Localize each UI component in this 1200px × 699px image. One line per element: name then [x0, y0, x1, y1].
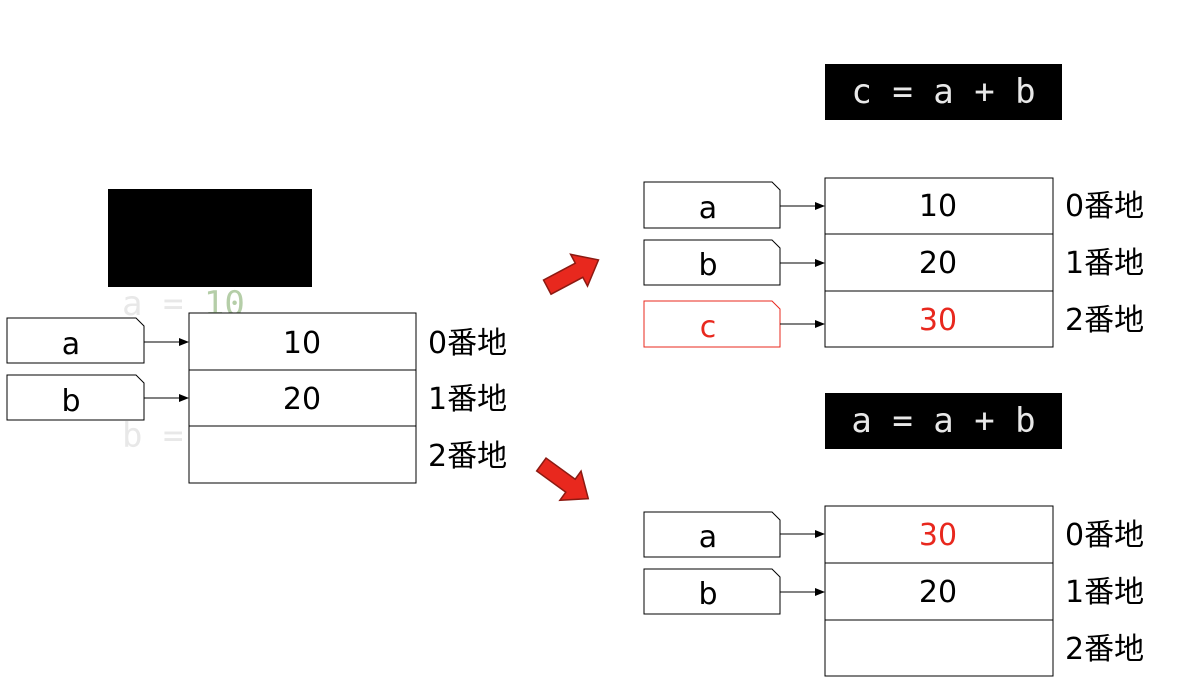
variable-label: b — [698, 248, 717, 283]
address-label-2: 2番地 — [428, 439, 507, 474]
address-label-0: 0番地 — [1065, 518, 1144, 553]
address-label-2: 2番地 — [1065, 632, 1144, 667]
transition-arrow-down — [535, 457, 590, 502]
variable-tag-a: a — [643, 181, 781, 229]
memory-cell-0: 30 — [919, 518, 957, 553]
code-block-a-assign: a = a + b — [825, 393, 1062, 449]
variable-tag-b: b — [643, 568, 781, 615]
variable-tag-b: b — [6, 374, 145, 421]
variable-label: a — [699, 520, 717, 555]
memory-block: 10 20 30 — [824, 177, 1054, 348]
variable-label: b — [698, 577, 717, 612]
initial-state: a b 10 20 0番地 1番地 2番地 — [6, 312, 507, 484]
variable-label: a — [699, 191, 717, 226]
address-label-0: 0番地 — [1065, 189, 1144, 224]
address-label-1: 1番地 — [428, 382, 507, 417]
memory-cell-0: 10 — [919, 189, 957, 224]
code-block-c-assign: c = a + b — [825, 64, 1062, 120]
variable-label: a — [62, 327, 80, 362]
memory-cell-1: 20 — [919, 575, 957, 610]
memory-block: 30 20 — [824, 505, 1054, 677]
state-c-assign: a b c 10 20 30 0番地 1番地 2番地 — [643, 177, 1144, 348]
state-a-assign: a b 30 20 0番地 1番地 2番地 — [643, 505, 1144, 677]
code-line-a: a = 10 — [122, 284, 245, 324]
variable-tag-b: b — [643, 239, 781, 286]
memory-cell-1: 20 — [919, 246, 957, 281]
code-text: c = a + b — [851, 72, 1036, 112]
address-label-2: 2番地 — [1065, 303, 1144, 338]
memory-cell-1: 20 — [283, 382, 321, 417]
variable-label: c — [700, 310, 717, 345]
variable-label: b — [61, 384, 80, 419]
variable-tag-a: a — [6, 317, 145, 364]
code-text: a = a + b — [851, 401, 1036, 441]
address-label-1: 1番地 — [1065, 575, 1144, 610]
transition-arrow-up — [542, 253, 600, 296]
memory-cell-2: 30 — [919, 303, 957, 338]
address-label-0: 0番地 — [428, 326, 507, 361]
memory-block: 10 20 — [188, 312, 417, 484]
address-label-1: 1番地 — [1065, 246, 1144, 281]
memory-cell-0: 10 — [283, 326, 321, 361]
variable-tag-a: a — [643, 511, 781, 558]
variable-tag-c: c — [643, 300, 781, 348]
